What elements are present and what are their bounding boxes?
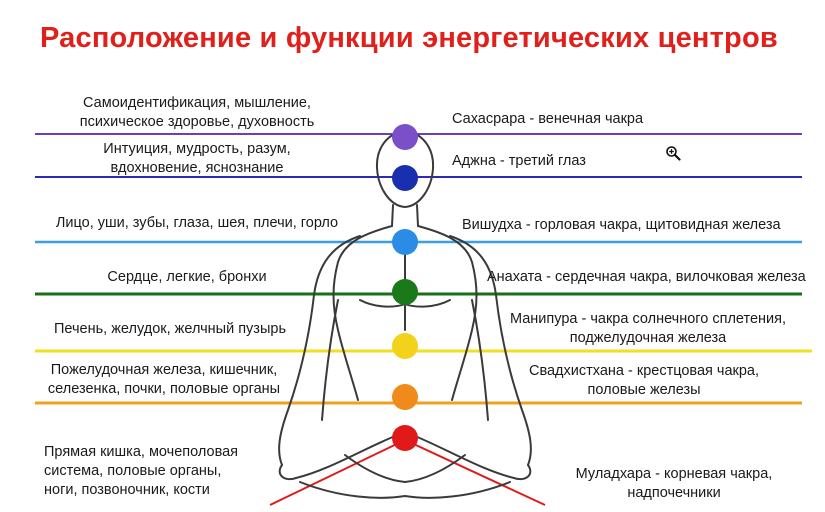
chakra-point-muladhara (392, 425, 418, 451)
label-left-ajna: Интуиция, мудрость, разум,вдохновение, я… (103, 141, 291, 176)
chakra-point-vishuddha (392, 229, 418, 255)
chakra-points (392, 124, 418, 451)
page-title: Расположение и функции энергетических це… (40, 22, 778, 54)
chakra-point-anahata (392, 279, 418, 305)
label-right-sahasrara: Сахасрара - венечная чакра (452, 111, 644, 127)
label-left-anahata: Сердце, легкие, бронхи (107, 269, 267, 285)
label-right-vishuddha: Вишудха - горловая чакра, щитовидная жел… (462, 217, 781, 233)
label-right-anahata: Анахата - сердечная чакра, вилочковая же… (487, 269, 806, 285)
label-left-sahasrara: Самоидентификация, мышление,психическое … (79, 95, 315, 130)
meditating-figure (278, 131, 532, 499)
label-right-svadhisthana: Свадхистхана - крестцовая чакра,половые … (528, 363, 760, 398)
root-lines (269, 439, 546, 506)
zoom-in-icon[interactable] (665, 145, 681, 161)
chakra-point-svadhisthana (392, 384, 418, 410)
label-left-manipura: Печень, желудок, желчный пузырь (53, 321, 287, 337)
label-right-manipura: Манипура - чакра солнечного сплетения,по… (509, 311, 787, 346)
label-right-ajna: Аджна - третий глаз (452, 153, 586, 169)
chakra-lines (35, 133, 812, 405)
chakra-point-ajna (392, 165, 418, 191)
chakra-point-manipura (392, 333, 418, 359)
label-left-svadhisthana: Пожелудочная железа, кишечник,селезенка,… (47, 362, 281, 397)
label-right-muladhara: Муладхара - корневая чакра,надпочечники (575, 466, 773, 501)
label-left-vishuddha: Лицо, уши, зубы, глаза, шея, плечи, горл… (55, 215, 339, 231)
chakra-point-sahasrara (392, 124, 418, 150)
